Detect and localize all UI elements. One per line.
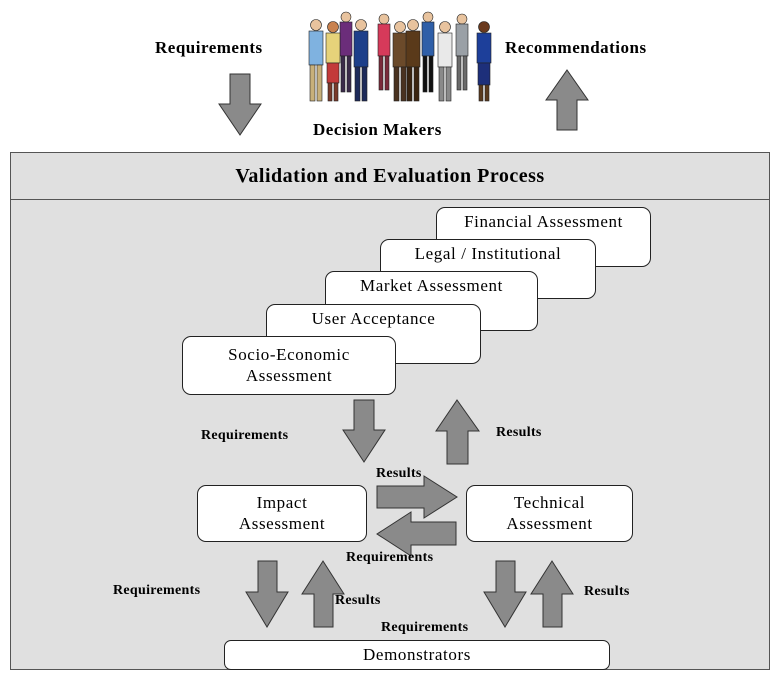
process-title: Validation and Evaluation Process xyxy=(10,152,770,200)
lower-left-down-arrow xyxy=(245,560,289,628)
decision-makers-label: Decision Makers xyxy=(313,120,442,139)
socio-economic-assessment-box: Socio-Economic Assessment xyxy=(182,336,396,395)
top-up-arrow xyxy=(545,69,589,131)
middle-left-arrow xyxy=(376,511,457,557)
top-recommendations-label: Recommendations xyxy=(505,38,647,57)
results-lower-right-label: Results xyxy=(584,584,630,599)
results-lower-left-label: Results xyxy=(335,593,381,608)
lower-left-up-arrow xyxy=(301,560,345,628)
upper-down-arrow xyxy=(342,399,386,463)
demonstrators-box: Demonstrators xyxy=(224,640,610,670)
top-down-arrow xyxy=(218,73,262,136)
requirements-lower-left-label: Requirements xyxy=(113,583,201,598)
upper-up-arrow xyxy=(435,399,480,465)
impact-assessment-box: Impact Assessment xyxy=(197,485,367,542)
requirements-upper-label: Requirements xyxy=(201,428,289,443)
decision-makers-people-icon xyxy=(308,11,492,102)
middle-right-arrow xyxy=(376,475,458,519)
lower-right-up-arrow xyxy=(530,560,574,628)
results-upper-label: Results xyxy=(496,425,542,440)
top-requirements-label: Requirements xyxy=(155,38,263,57)
lower-right-down-arrow xyxy=(483,560,527,628)
technical-assessment-box: Technical Assessment xyxy=(466,485,633,542)
requirements-middle-label: Requirements xyxy=(346,550,434,565)
requirements-bottom-label: Requirements xyxy=(381,620,469,635)
results-middle-label: Results xyxy=(376,466,422,481)
